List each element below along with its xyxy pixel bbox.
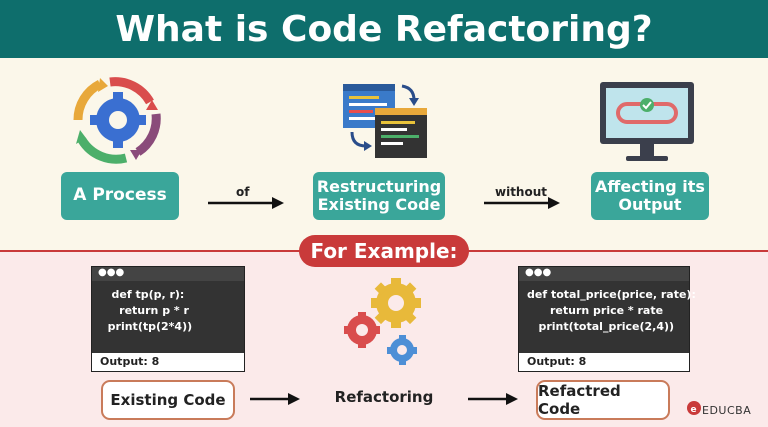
refactored-code-label: Refactred Code [536,380,670,420]
arrow-refactoring-in [250,393,300,405]
existing-code-text: def tp(p, r): return p * r print(tp(2*4)… [107,288,193,333]
refactored-code-output: Output: 8 [519,351,689,371]
svg-text:e: e [691,405,697,415]
connector-without: without [495,185,548,199]
window-dots: ●●● [519,267,689,281]
window-dots: ●●● [92,267,244,281]
existing-code-label: Existing Code [101,380,235,420]
arrow-without [484,197,560,209]
existing-code-window: ●●● def tp(p, r): return p * r print(tp(… [91,266,245,372]
refactoring-label: Refactoring [334,388,434,406]
process-box: A Process [61,172,179,220]
refactored-code-window: ●●● def total_price(price, rate): return… [518,266,696,372]
restructuring-box: Restructuring Existing Code [313,172,445,220]
page-title: What is Code Refactoring? [0,0,768,58]
brand-name: EDUCBA [702,404,752,417]
affecting-output-box: Affecting its Output [591,172,709,220]
monitor-icon [600,82,694,161]
gears-icon [344,278,421,365]
code-windows-icon [343,84,427,158]
cycle-gear-icon [73,77,161,164]
educba-logo-icon: e [687,401,701,415]
refactored-code-text: def total_price(price, rate): return pri… [527,288,696,333]
arrow-of [208,197,284,209]
arrow-refactoring-out [468,393,518,405]
existing-code-output: Output: 8 [92,351,244,371]
connector-of: of [236,185,250,199]
example-label: For Example: [299,235,469,267]
